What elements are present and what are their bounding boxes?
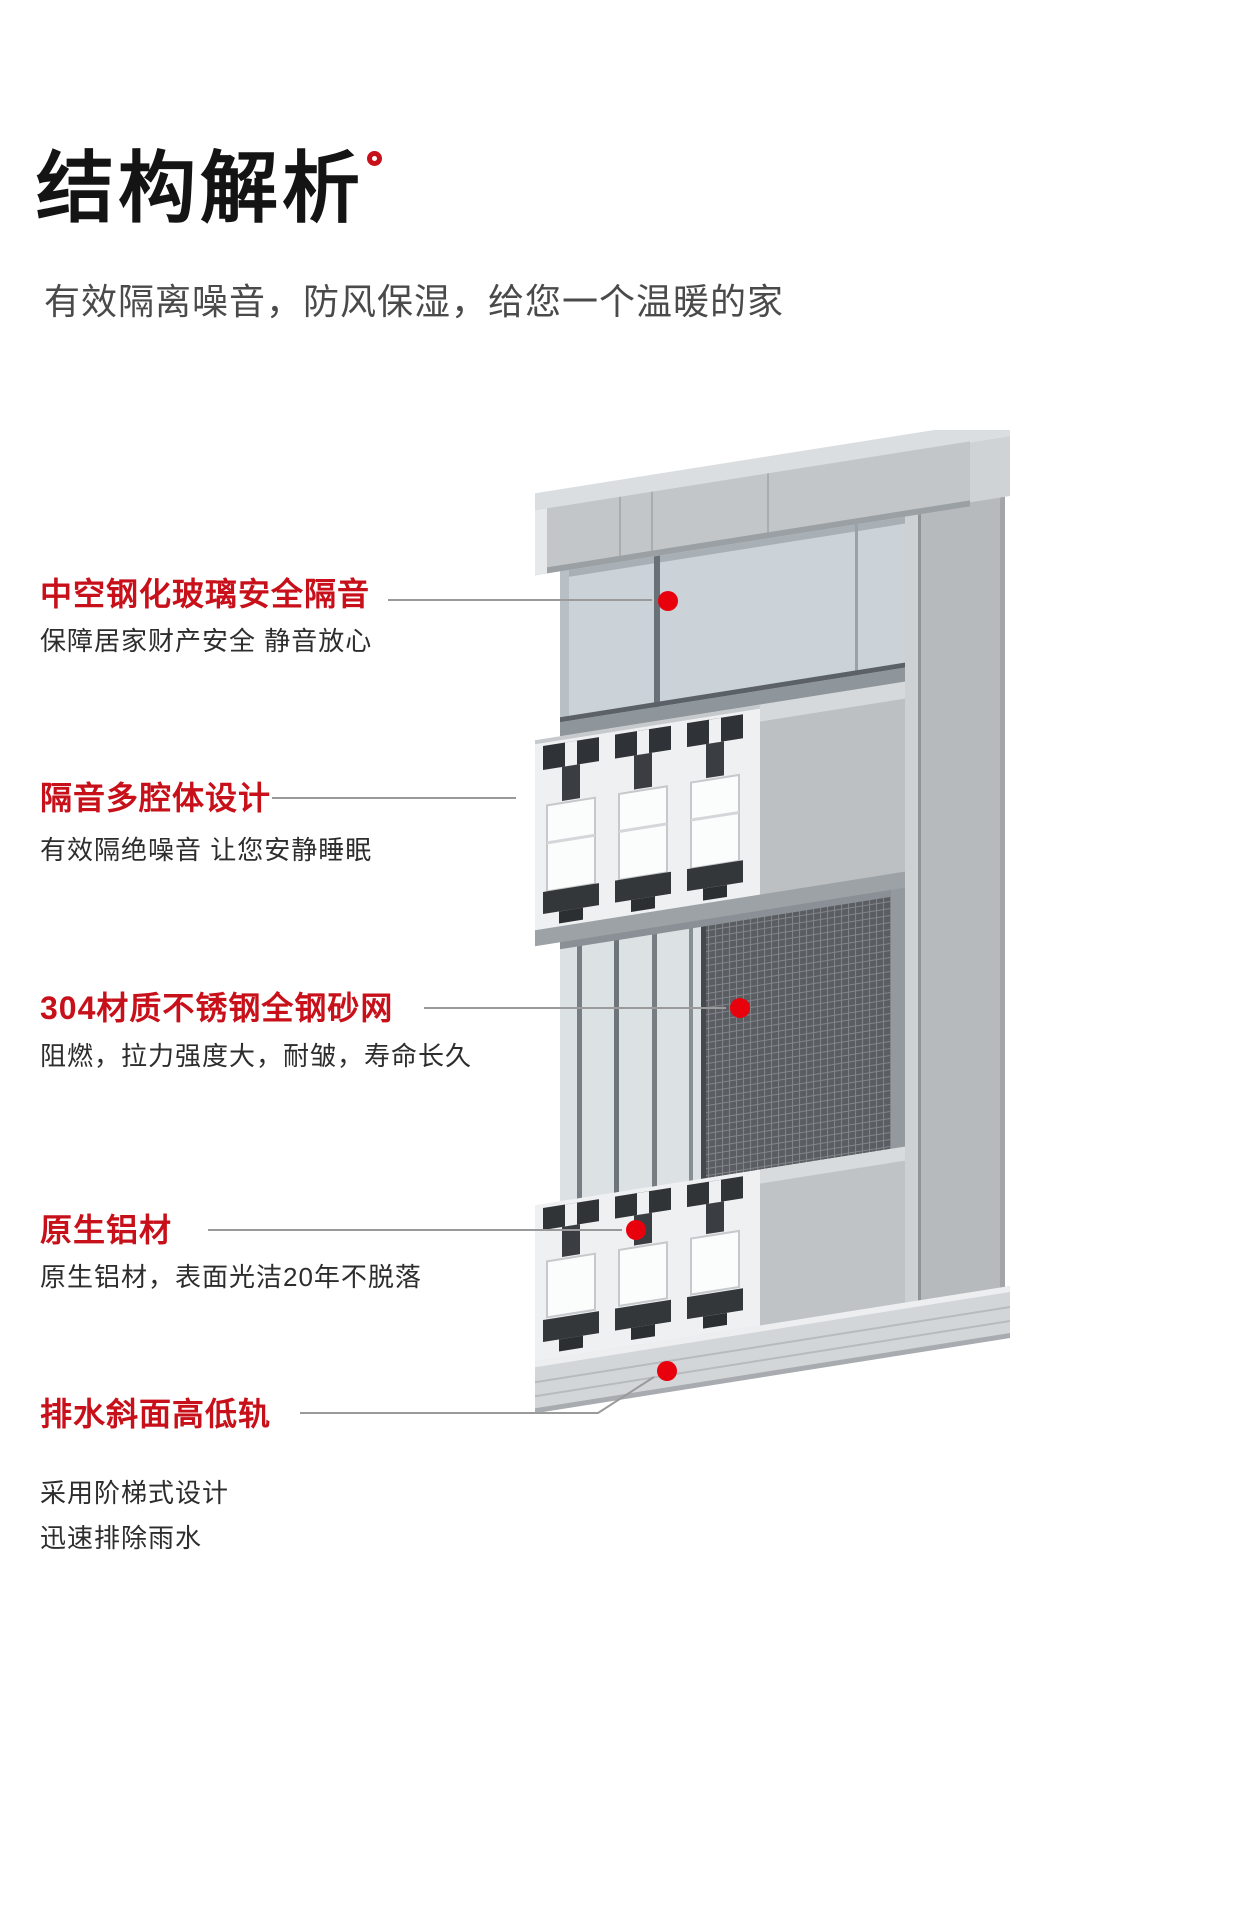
- bottom-rail-profile-section: [535, 1146, 905, 1362]
- callout-steel-mesh-desc: 阻燃，拉力强度大，耐皱，寿命长久: [40, 1040, 473, 1071]
- page-subtitle: 有效隔离噪音，防风保湿，给您一个温暖的家: [44, 281, 785, 322]
- callout-insulating-glass-title: 中空钢化玻璃安全隔音: [40, 576, 371, 612]
- callout-steel-mesh-title: 304材质不锈钢全钢砂网: [40, 990, 394, 1026]
- callout-insulating-glass-desc: 保障居家财产安全 静音放心: [40, 625, 373, 656]
- callout-drainage-track: 排水斜面高低轨 采用阶梯式设计 迅速排除雨水: [40, 1396, 271, 1554]
- right-frame-jamb: [891, 480, 1005, 1317]
- callout-multi-chamber-desc: 有效隔绝噪音 让您安静睡眠: [40, 834, 373, 865]
- callout-raw-aluminum-desc: 原生铝材，表面光洁20年不脱落: [40, 1261, 422, 1292]
- callout-raw-aluminum-title: 原生铝材: [40, 1212, 173, 1248]
- bottom-sill-tracks: [535, 1286, 1010, 1414]
- title-degree-ring-icon: [367, 151, 383, 166]
- callout-insulating-glass: 中空钢化玻璃安全隔音 保障居家财产安全 静音放心: [40, 576, 372, 657]
- callout-raw-aluminum: 原生铝材 原生铝材，表面光洁20年不脱落: [40, 1212, 422, 1293]
- page-title: 结构解析: [36, 144, 383, 232]
- mid-rail-profile-section: [535, 681, 905, 947]
- callout-multi-chamber: 隔音多腔体设计 有效隔绝噪音 让您安静睡眠: [40, 780, 372, 866]
- lower-opening: [560, 882, 930, 1202]
- callout-drainage-track-desc: 采用阶梯式设计: [40, 1477, 230, 1508]
- callout-drainage-track-desc2: 迅速排除雨水: [40, 1522, 203, 1553]
- page-title-text: 结构解析: [36, 144, 365, 232]
- window-cross-section-illustration: [535, 430, 1010, 1414]
- steel-mesh-screen: [705, 882, 930, 1179]
- callout-steel-mesh: 304材质不锈钢全钢砂网 阻燃，拉力强度大，耐皱，寿命长久: [40, 990, 472, 1072]
- callout-drainage-track-title: 排水斜面高低轨: [40, 1396, 272, 1432]
- callout-multi-chamber-title: 隔音多腔体设计: [40, 780, 272, 816]
- header-beam: [535, 430, 1010, 576]
